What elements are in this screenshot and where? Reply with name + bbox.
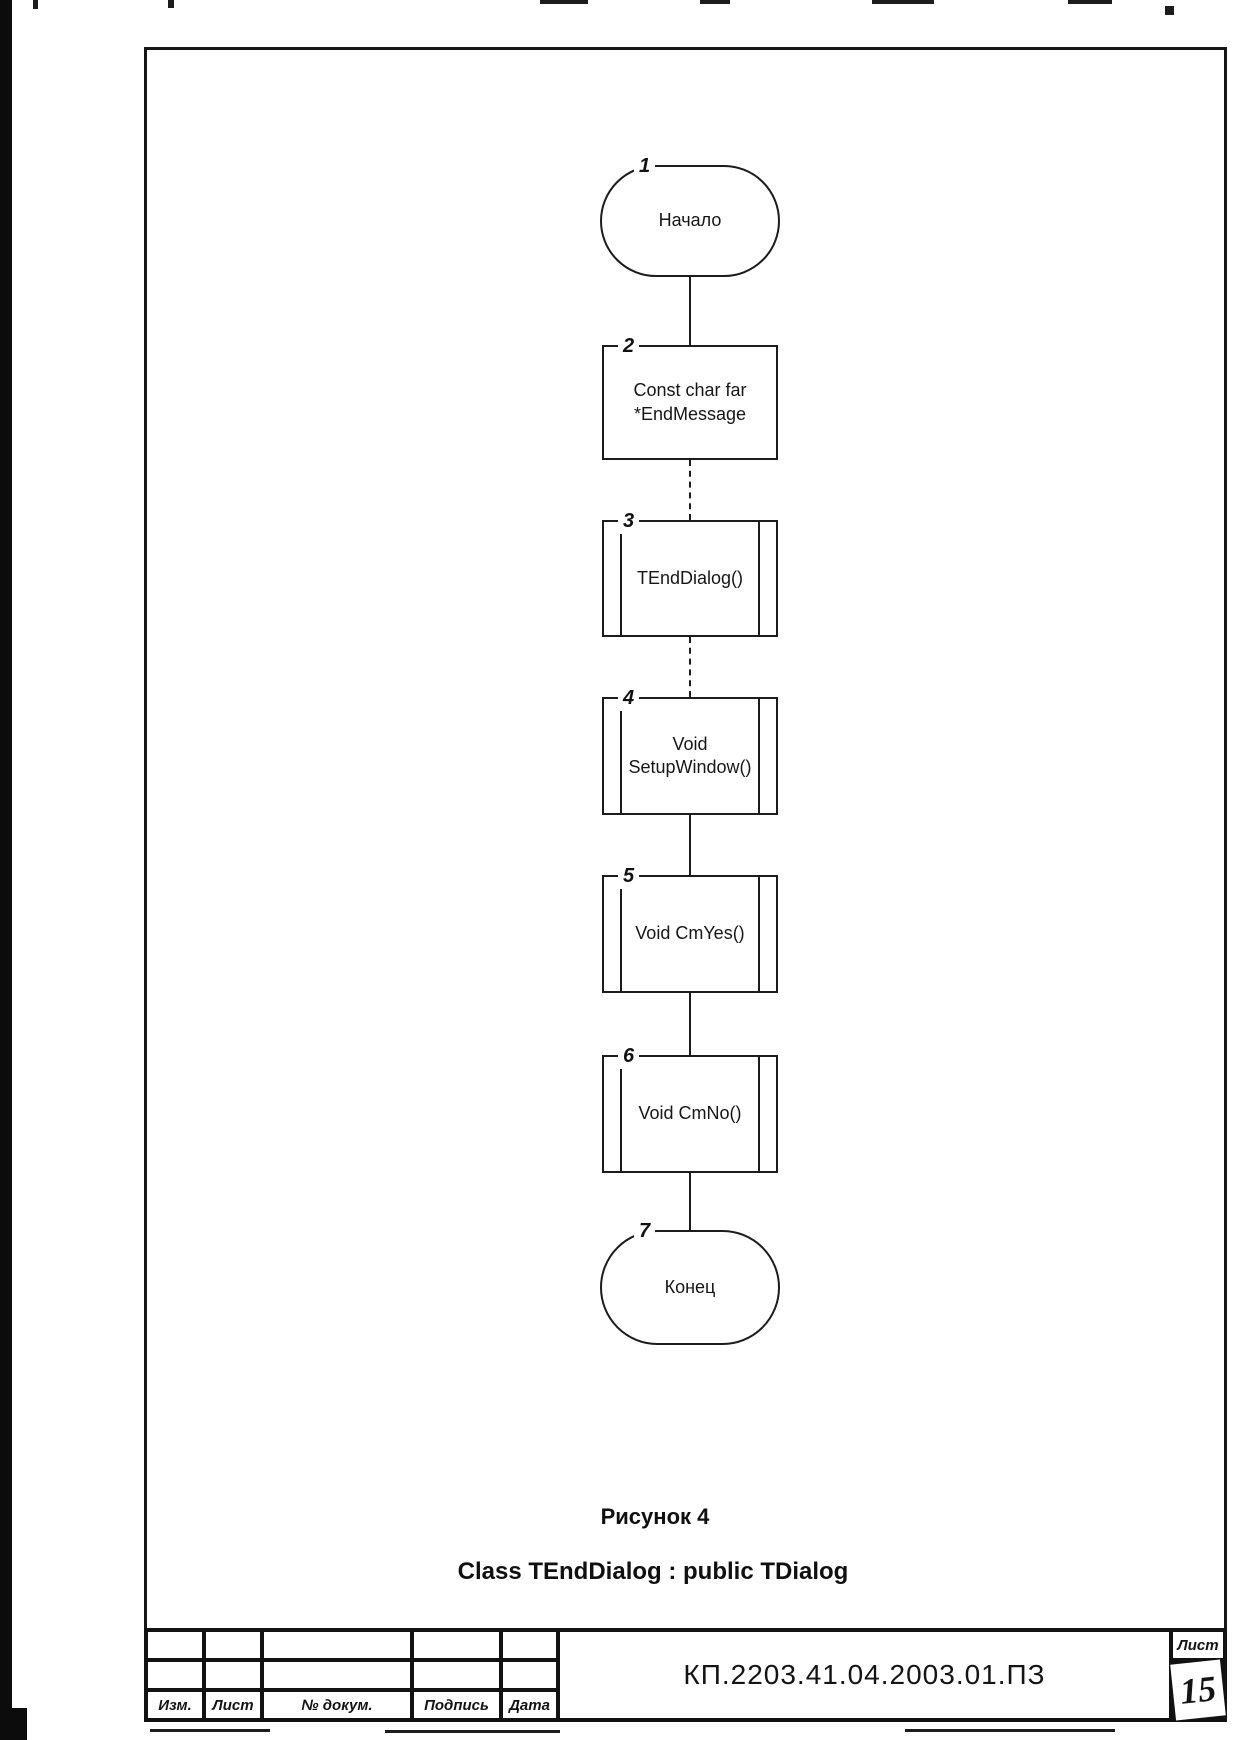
node-number: 7 [634,1218,656,1244]
node-label: Void CmNo() [638,1102,741,1125]
scan-artifact [1165,6,1174,15]
scan-artifact [1068,0,1112,4]
node-label-line: Конец [664,1276,716,1297]
connector [689,277,691,345]
connector [689,460,691,520]
node-label-line: TEndDialog() [636,567,744,588]
predefined-bar [758,699,760,813]
titleblock-column-data: Дата [503,1692,556,1718]
predefined-bar [758,522,760,635]
scan-artifact [150,1729,270,1732]
titleblock-empty-cell [206,1632,260,1658]
node-number: 1 [634,153,656,179]
titleblock-column-ndokum: № докум. [264,1692,410,1718]
node-label: Void SetupWindow() [628,733,751,780]
sheet-header-label: Лист [1173,1632,1223,1658]
scan-corner-blob [0,1708,27,1740]
node-number: 5 [618,863,640,889]
titleblock-empty-cell [264,1632,410,1658]
titleblock-empty-cell [414,1632,499,1658]
node-label-line: Void CmYes() [635,923,745,944]
flowchart-node-endmessage: 2 Const char far *EndMessage [602,333,778,460]
predefined-bar [620,877,622,991]
titleblock-empty-cell [206,1662,260,1688]
flowchart-node-cmyes: 5 Void CmYes() [602,863,778,993]
titleblock-empty-cell [148,1662,202,1688]
title-block: КП.2203.41.04.2003.01.ПЗ Лист 15 Изм. Ли… [144,1628,1227,1722]
predefined-bar [620,522,622,635]
node-label-line: SetupWindow() [628,757,752,777]
scan-artifact [872,0,934,4]
node-label: Начало [659,209,722,232]
connector [689,993,691,1055]
titleblock-empty-cell [414,1662,499,1688]
predefined-bar [620,1057,622,1171]
connector [689,815,691,875]
flowchart-node-cmno: 6 Void CmNo() [602,1043,778,1173]
node-label-line: Void CmNo() [638,1103,742,1124]
titleblock-empty-cell [148,1632,202,1658]
node-number: 4 [618,685,640,711]
node-label-line: Void [672,733,708,754]
connector [689,1173,691,1230]
flowchart-node-end: 7 Конец [600,1218,780,1345]
node-label: TEndDialog() [637,567,743,590]
node-label: Const char far *EndMessage [633,379,746,426]
titleblock-empty-cell [264,1662,410,1688]
connector [689,637,691,697]
titleblock-empty-cell [503,1662,556,1688]
scan-artifact [700,0,730,4]
titleblock-column-list: Лист [206,1692,260,1718]
predefined-bar [758,1057,760,1171]
node-label-line: Const char far [633,380,747,401]
document-code: КП.2203.41.04.2003.01.ПЗ [560,1632,1169,1718]
predefined-bar [620,699,622,813]
titleblock-column-izm: Изм. [148,1692,202,1718]
node-label-line: Начало [658,210,722,231]
node-label: Конец [665,1276,716,1299]
node-label-line: *EndMessage [633,403,747,424]
scan-artifact [540,0,588,4]
figure-caption: Рисунок 4 [600,1504,710,1529]
sheet-number-handwritten: 15 [1170,1659,1226,1721]
scan-artifact [385,1730,560,1733]
predefined-bar [758,877,760,991]
node-number: 2 [618,333,640,359]
scan-edge-strip [0,0,12,1740]
flowchart-node-tenddialog: 3 TEndDialog() [602,508,778,637]
class-signature-caption: Class TEndDialog : public TDialog [457,1558,849,1585]
flowchart-node-setupwindow: 4 Void SetupWindow() [602,685,778,815]
scan-artifact [905,1729,1115,1732]
scan-artifact [33,0,38,9]
titleblock-empty-cell [503,1632,556,1658]
flowchart-node-start: 1 Начало [600,153,780,277]
node-number: 6 [618,1043,640,1069]
node-number: 3 [618,508,640,534]
node-label: Void CmYes() [635,922,744,945]
scan-artifact [168,0,174,8]
titleblock-column-podpis: Подпись [414,1692,499,1718]
